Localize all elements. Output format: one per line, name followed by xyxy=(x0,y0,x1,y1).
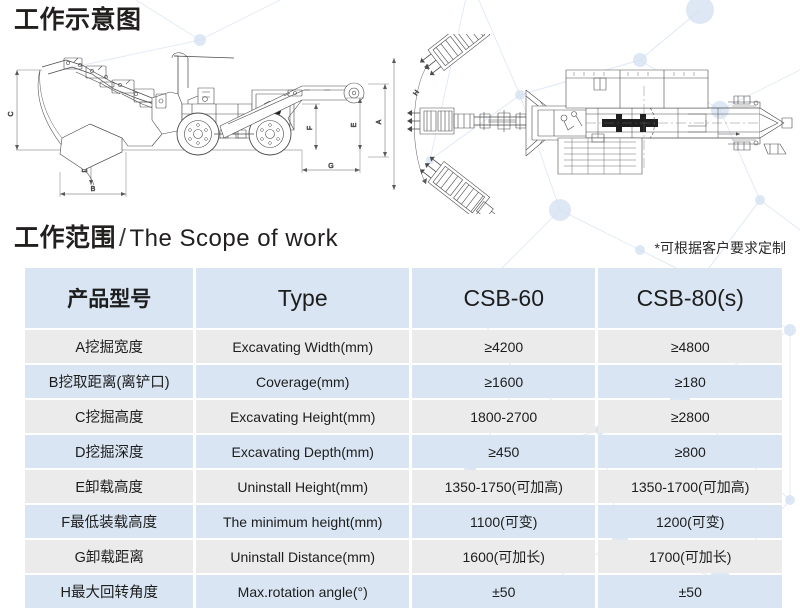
row-value-csb60: ≥1600 xyxy=(412,365,596,398)
row-label-en: Uninstall Height(mm) xyxy=(196,470,409,503)
scope-heading-en: The Scope of work xyxy=(129,225,339,252)
column-header-type: Type xyxy=(196,268,409,328)
row-value-csb80: ≥800 xyxy=(598,435,782,468)
svg-text:B: B xyxy=(91,186,96,193)
column-header-csb60: CSB-60 xyxy=(412,268,596,328)
specification-table: 产品型号 Type CSB-60 CSB-80(s) A挖掘宽度 Excavat… xyxy=(22,266,785,610)
row-value-csb80: ≥180 xyxy=(598,365,782,398)
column-header-csb80: CSB-80(s) xyxy=(598,268,782,328)
table-row: H最大回转角度 Max.rotation angle(°) ±50 ±50 xyxy=(25,575,782,608)
column-header-model: 产品型号 xyxy=(25,268,194,328)
row-value-csb80: 1200(可变) xyxy=(598,505,782,538)
row-label-cn: H最大回转角度 xyxy=(25,575,194,608)
table-row: E卸载高度 Uninstall Height(mm) 1350-1750(可加高… xyxy=(25,470,782,503)
scope-heading-separator: / xyxy=(119,224,127,252)
table-row: G卸载距离 Uninstall Distance(mm) 1600(可加长) 1… xyxy=(25,540,782,573)
row-label-cn: B挖取距离(离铲口) xyxy=(25,365,194,398)
side-view-drawing: C D B xyxy=(8,52,389,197)
top-view-drawing: H xyxy=(392,34,793,214)
table-row: D挖掘深度 Excavating Depth(mm) ≥450 ≥800 xyxy=(25,435,782,468)
row-label-en: Uninstall Distance(mm) xyxy=(196,540,409,573)
page-title: 工作示意图 xyxy=(14,6,142,34)
row-value-csb60: 1100(可变) xyxy=(412,505,596,538)
svg-text:H: H xyxy=(412,89,421,97)
scope-heading: 工作范围/The Scope of work xyxy=(14,222,338,255)
row-value-csb60: ±50 xyxy=(412,575,596,608)
customization-note: *可根据客户要求定制 xyxy=(654,240,786,256)
row-label-en: The minimum height(mm) xyxy=(196,505,409,538)
row-value-csb80: ≥4800 xyxy=(598,330,782,363)
table-row: F最低装载高度 The minimum height(mm) 1100(可变) … xyxy=(25,505,782,538)
svg-text:E: E xyxy=(351,122,358,127)
table-header-row: 产品型号 Type CSB-60 CSB-80(s) xyxy=(25,268,782,328)
svg-text:G: G xyxy=(328,163,333,170)
row-label-en: Excavating Depth(mm) xyxy=(196,435,409,468)
row-label-cn: C挖掘高度 xyxy=(25,400,194,433)
row-label-cn: F最低装载高度 xyxy=(25,505,194,538)
row-label-cn: D挖掘深度 xyxy=(25,435,194,468)
table-row: C挖掘高度 Excavating Height(mm) 1800-2700 ≥2… xyxy=(25,400,782,433)
svg-text:D: D xyxy=(82,167,89,172)
row-value-csb60: 1600(可加长) xyxy=(412,540,596,573)
svg-text:A: A xyxy=(376,119,383,124)
row-label-cn: A挖掘宽度 xyxy=(25,330,194,363)
row-label-cn: E卸载高度 xyxy=(25,470,194,503)
table-row: B挖取距离(离铲口) Coverage(mm) ≥1600 ≥180 xyxy=(25,365,782,398)
row-label-en: Coverage(mm) xyxy=(196,365,409,398)
row-value-csb60: 1350-1750(可加高) xyxy=(412,470,596,503)
svg-text:F: F xyxy=(307,126,314,130)
row-value-csb60: ≥4200 xyxy=(412,330,596,363)
row-value-csb60: 1800-2700 xyxy=(412,400,596,433)
row-label-en: Excavating Height(mm) xyxy=(196,400,409,433)
row-label-cn: G卸载距离 xyxy=(25,540,194,573)
row-value-csb80: ±50 xyxy=(598,575,782,608)
row-value-csb80: 1350-1700(可加高) xyxy=(598,470,782,503)
row-value-csb80: ≥2800 xyxy=(598,400,782,433)
row-value-csb80: 1700(可加长) xyxy=(598,540,782,573)
scope-heading-cn: 工作范围 xyxy=(14,224,117,252)
table-row: A挖掘宽度 Excavating Width(mm) ≥4200 ≥4800 xyxy=(25,330,782,363)
svg-text:C: C xyxy=(8,111,15,116)
row-value-csb60: ≥450 xyxy=(412,435,596,468)
row-label-en: Max.rotation angle(°) xyxy=(196,575,409,608)
row-label-en: Excavating Width(mm) xyxy=(196,330,409,363)
